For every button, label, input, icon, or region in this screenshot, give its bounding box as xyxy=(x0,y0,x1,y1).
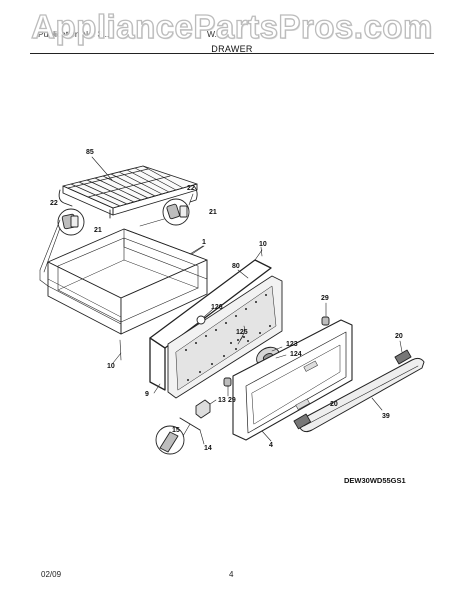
model-header: W... xyxy=(207,29,222,39)
section-title: DRAWER xyxy=(211,44,253,54)
publication-number: Publication No. 3... xyxy=(38,29,110,39)
callout-15: 15 xyxy=(172,427,180,434)
drawer-body xyxy=(39,228,208,361)
drawer-handle xyxy=(293,357,425,433)
callout-80: 80 xyxy=(232,263,240,270)
footer-page-number: 4 xyxy=(229,570,234,579)
clip-15-detail xyxy=(155,423,191,455)
callout-125: 125 xyxy=(236,329,248,336)
wire-rack xyxy=(58,156,198,219)
callout-1: 1 xyxy=(202,239,206,246)
callout-10-left: 10 xyxy=(107,363,115,370)
callout-leaders xyxy=(112,193,287,442)
header-rule xyxy=(30,53,434,54)
callout-21-left: 21 xyxy=(94,227,102,234)
callout-29-bottom: 29 xyxy=(228,397,236,404)
callout-85: 85 xyxy=(86,149,94,156)
drawer-front xyxy=(232,319,353,441)
left-rack-clip xyxy=(39,208,85,273)
bracket-13 xyxy=(195,399,217,419)
callout-14: 14 xyxy=(204,445,212,452)
callout-20-top: 20 xyxy=(395,333,403,340)
right-rack-clip xyxy=(139,198,190,227)
screw-29-bottom xyxy=(223,377,232,397)
footer-date: 02/09 xyxy=(41,570,62,579)
callout-20-bottom: 20 xyxy=(330,401,338,408)
callout-4: 4 xyxy=(269,442,273,449)
drawer-gasket xyxy=(149,249,272,391)
callout-13: 13 xyxy=(218,397,226,404)
model-code: DEW30WD55GS1 xyxy=(344,476,406,485)
callout-126: 126 xyxy=(211,304,223,311)
callout-labels: 85 22 21 22 21 1 10 80 126 29 125 123 12… xyxy=(50,149,403,452)
callout-10-top: 10 xyxy=(259,241,267,248)
callout-39: 39 xyxy=(382,413,390,420)
callout-22-right: 22 xyxy=(187,185,195,192)
handle-end-cap xyxy=(394,340,412,365)
screw-29-top xyxy=(321,302,330,326)
callout-9: 9 xyxy=(145,391,149,398)
callout-123: 123 xyxy=(286,341,298,348)
callout-21-right: 21 xyxy=(209,209,217,216)
callout-22-left: 22 xyxy=(50,200,58,207)
callout-124: 124 xyxy=(290,351,302,358)
callout-29-top: 29 xyxy=(321,295,329,302)
inner-panel xyxy=(167,275,283,399)
